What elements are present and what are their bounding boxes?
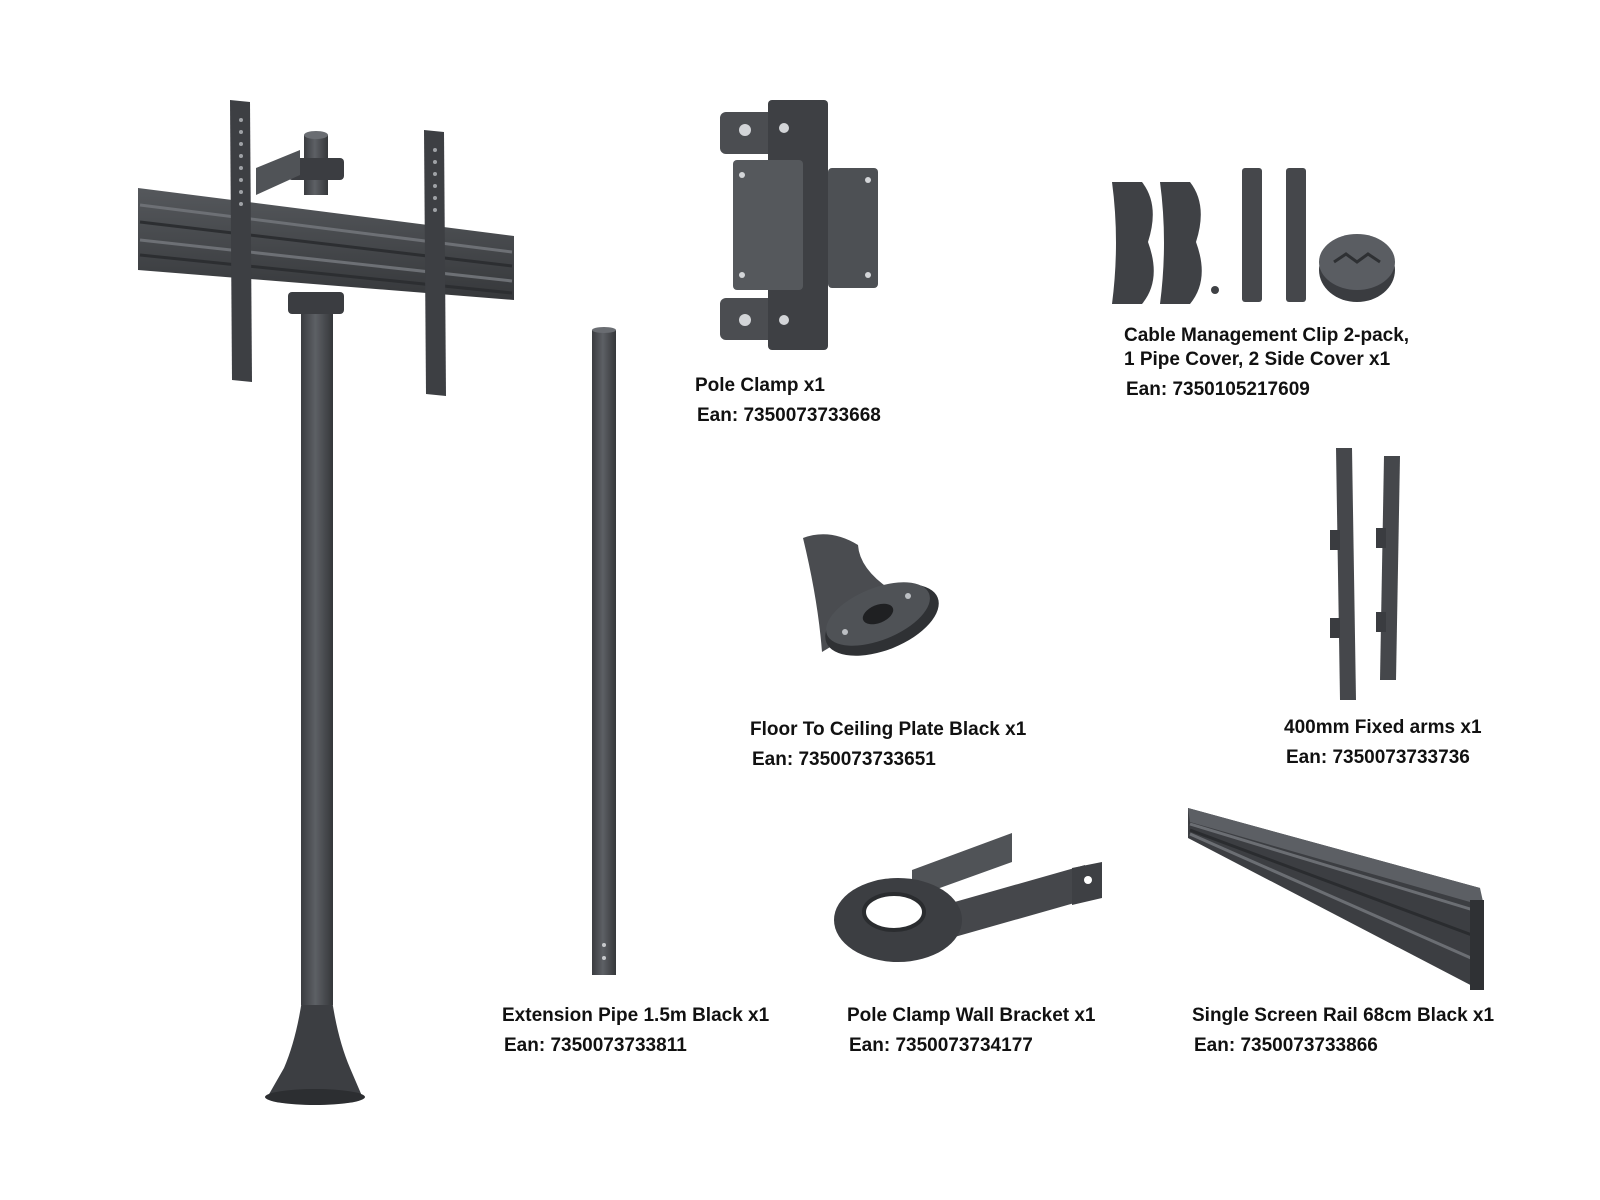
fixed-arms-title: 400mm Fixed arms x1 xyxy=(1284,717,1482,738)
extension-pipe-label: Extension Pipe 1.5m Black x1 Ean: 735007… xyxy=(502,1004,769,1058)
screen-rail-image xyxy=(1188,808,1484,990)
floor-ceiling-plate-title: Floor To Ceiling Plate Black x1 xyxy=(750,719,1027,740)
extension-pipe-ean: Ean: 7350073733811 xyxy=(504,1035,687,1056)
floor-ceiling-plate-ean: Ean: 7350073733651 xyxy=(752,749,936,770)
floor-ceiling-plate-image xyxy=(803,534,939,656)
extension-pipe-image xyxy=(592,327,616,975)
assembled-stand-image xyxy=(138,100,514,1105)
pole-clamp-image xyxy=(720,100,878,350)
fixed-arms-label: 400mm Fixed arms x1 Ean: 7350073733736 xyxy=(1284,716,1482,770)
extension-pipe-title: Extension Pipe 1.5m Black x1 xyxy=(502,1005,770,1026)
wall-bracket-ean: Ean: 7350073734177 xyxy=(849,1035,1033,1056)
floor-ceiling-plate-label: Floor To Ceiling Plate Black x1 Ean: 735… xyxy=(750,718,1026,772)
screen-rail-ean: Ean: 7350073733866 xyxy=(1194,1035,1378,1056)
fixed-arms-ean: Ean: 7350073733736 xyxy=(1286,747,1470,768)
pole-clamp-ean: Ean: 7350073733668 xyxy=(697,405,881,426)
cable-management-label: Cable Management Clip 2-pack, 1 Pipe Cov… xyxy=(1124,324,1409,402)
wall-bracket-image xyxy=(834,833,1102,962)
cable-management-ean: Ean: 7350105217609 xyxy=(1126,379,1310,400)
cable-management-image xyxy=(1112,168,1395,304)
pole-clamp-title: Pole Clamp x1 xyxy=(695,375,825,396)
screen-rail-label: Single Screen Rail 68cm Black x1 Ean: 73… xyxy=(1192,1004,1494,1058)
wall-bracket-label: Pole Clamp Wall Bracket x1 Ean: 73500737… xyxy=(847,1004,1096,1058)
wall-bracket-title: Pole Clamp Wall Bracket x1 xyxy=(847,1005,1096,1026)
cable-management-title-line2: 1 Pipe Cover, 2 Side Cover x1 xyxy=(1124,349,1391,370)
screen-rail-title: Single Screen Rail 68cm Black x1 xyxy=(1192,1005,1495,1026)
pole-clamp-label: Pole Clamp x1 Ean: 7350073733668 xyxy=(695,374,881,428)
fixed-arms-image xyxy=(1330,448,1400,700)
cable-management-title: Cable Management Clip 2-pack, xyxy=(1124,325,1410,346)
